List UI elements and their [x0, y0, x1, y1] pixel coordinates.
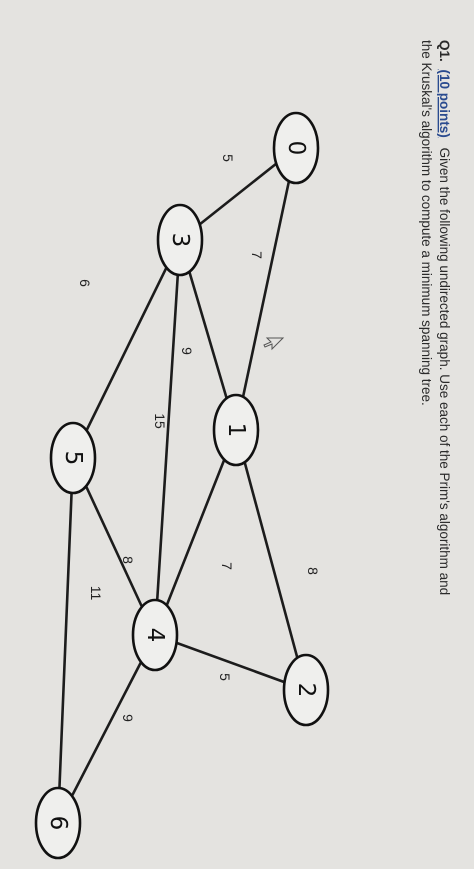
question-line-1: Q1. (10 points) Given the following undi… [437, 40, 452, 595]
node-2-ellipse [282, 653, 330, 727]
node-5-ellipse [49, 421, 97, 495]
node-6: 6 [34, 786, 82, 860]
edge-3-5 [71, 238, 182, 460]
node-6-label: 6 [45, 816, 71, 831]
node-3-ellipse [156, 203, 204, 277]
node-6-ellipse [34, 786, 82, 860]
node-1-ellipse [212, 393, 260, 467]
edge-weight-0-1: 7 [249, 251, 265, 259]
edge-weight-4-2: 5 [217, 673, 233, 681]
edge-weight-1-2: 8 [305, 567, 321, 575]
node-2-label: 2 [293, 683, 319, 698]
edge-weight-3-4: 15 [152, 413, 168, 429]
edge-weight-3-1: 9 [179, 347, 195, 355]
node-1: 1 [212, 393, 260, 467]
question-text-line-2: the Kruskal's algorithm to compute a min… [419, 40, 434, 406]
node-5-label: 5 [60, 451, 86, 466]
edge-4-2 [153, 633, 308, 692]
edge-weight-0-3: 5 [220, 154, 236, 162]
node-4: 4 [131, 598, 179, 672]
node-0-label: 0 [283, 141, 309, 156]
cursor-icon [263, 337, 285, 351]
node-4-label: 4 [142, 628, 168, 643]
edge-3-4 [153, 238, 182, 637]
edge-weight-3-5: 6 [77, 279, 93, 287]
node-0: 0 [272, 111, 320, 185]
question-points: (10 points) [437, 70, 452, 138]
edge-0-1 [234, 146, 298, 432]
edge-weight-5-6: 11 [88, 586, 104, 601]
edge-1-2 [234, 428, 308, 692]
node-4-ellipse [131, 598, 179, 672]
edge-weight-5-4: 8 [120, 556, 136, 564]
node-3: 3 [156, 203, 204, 277]
question-text-line-1: Given the following undirected graph. Us… [437, 148, 452, 596]
node-5: 5 [49, 421, 97, 495]
question-number: Q1. [437, 40, 452, 62]
edge-weight-4-6: 9 [120, 714, 136, 722]
edge-weight-1-4: 7 [219, 562, 235, 570]
question-line-2: the Kruskal's algorithm to compute a min… [419, 40, 434, 406]
question-block: Q1. (10 points) Given the following undi… [419, 40, 452, 595]
weights-layer: 5 7 9 15 6 8 7 8 11 5 9 [77, 154, 321, 722]
node-0-ellipse [272, 111, 320, 185]
edge-4-6 [56, 633, 157, 825]
node-2: 2 [282, 653, 330, 727]
edge-1-4 [153, 428, 238, 637]
edge-5-6 [56, 456, 75, 825]
node-3-label: 3 [167, 233, 193, 248]
nodes-layer: 0 1 2 3 4 5 6 [34, 111, 330, 860]
node-1-label: 1 [223, 423, 249, 438]
